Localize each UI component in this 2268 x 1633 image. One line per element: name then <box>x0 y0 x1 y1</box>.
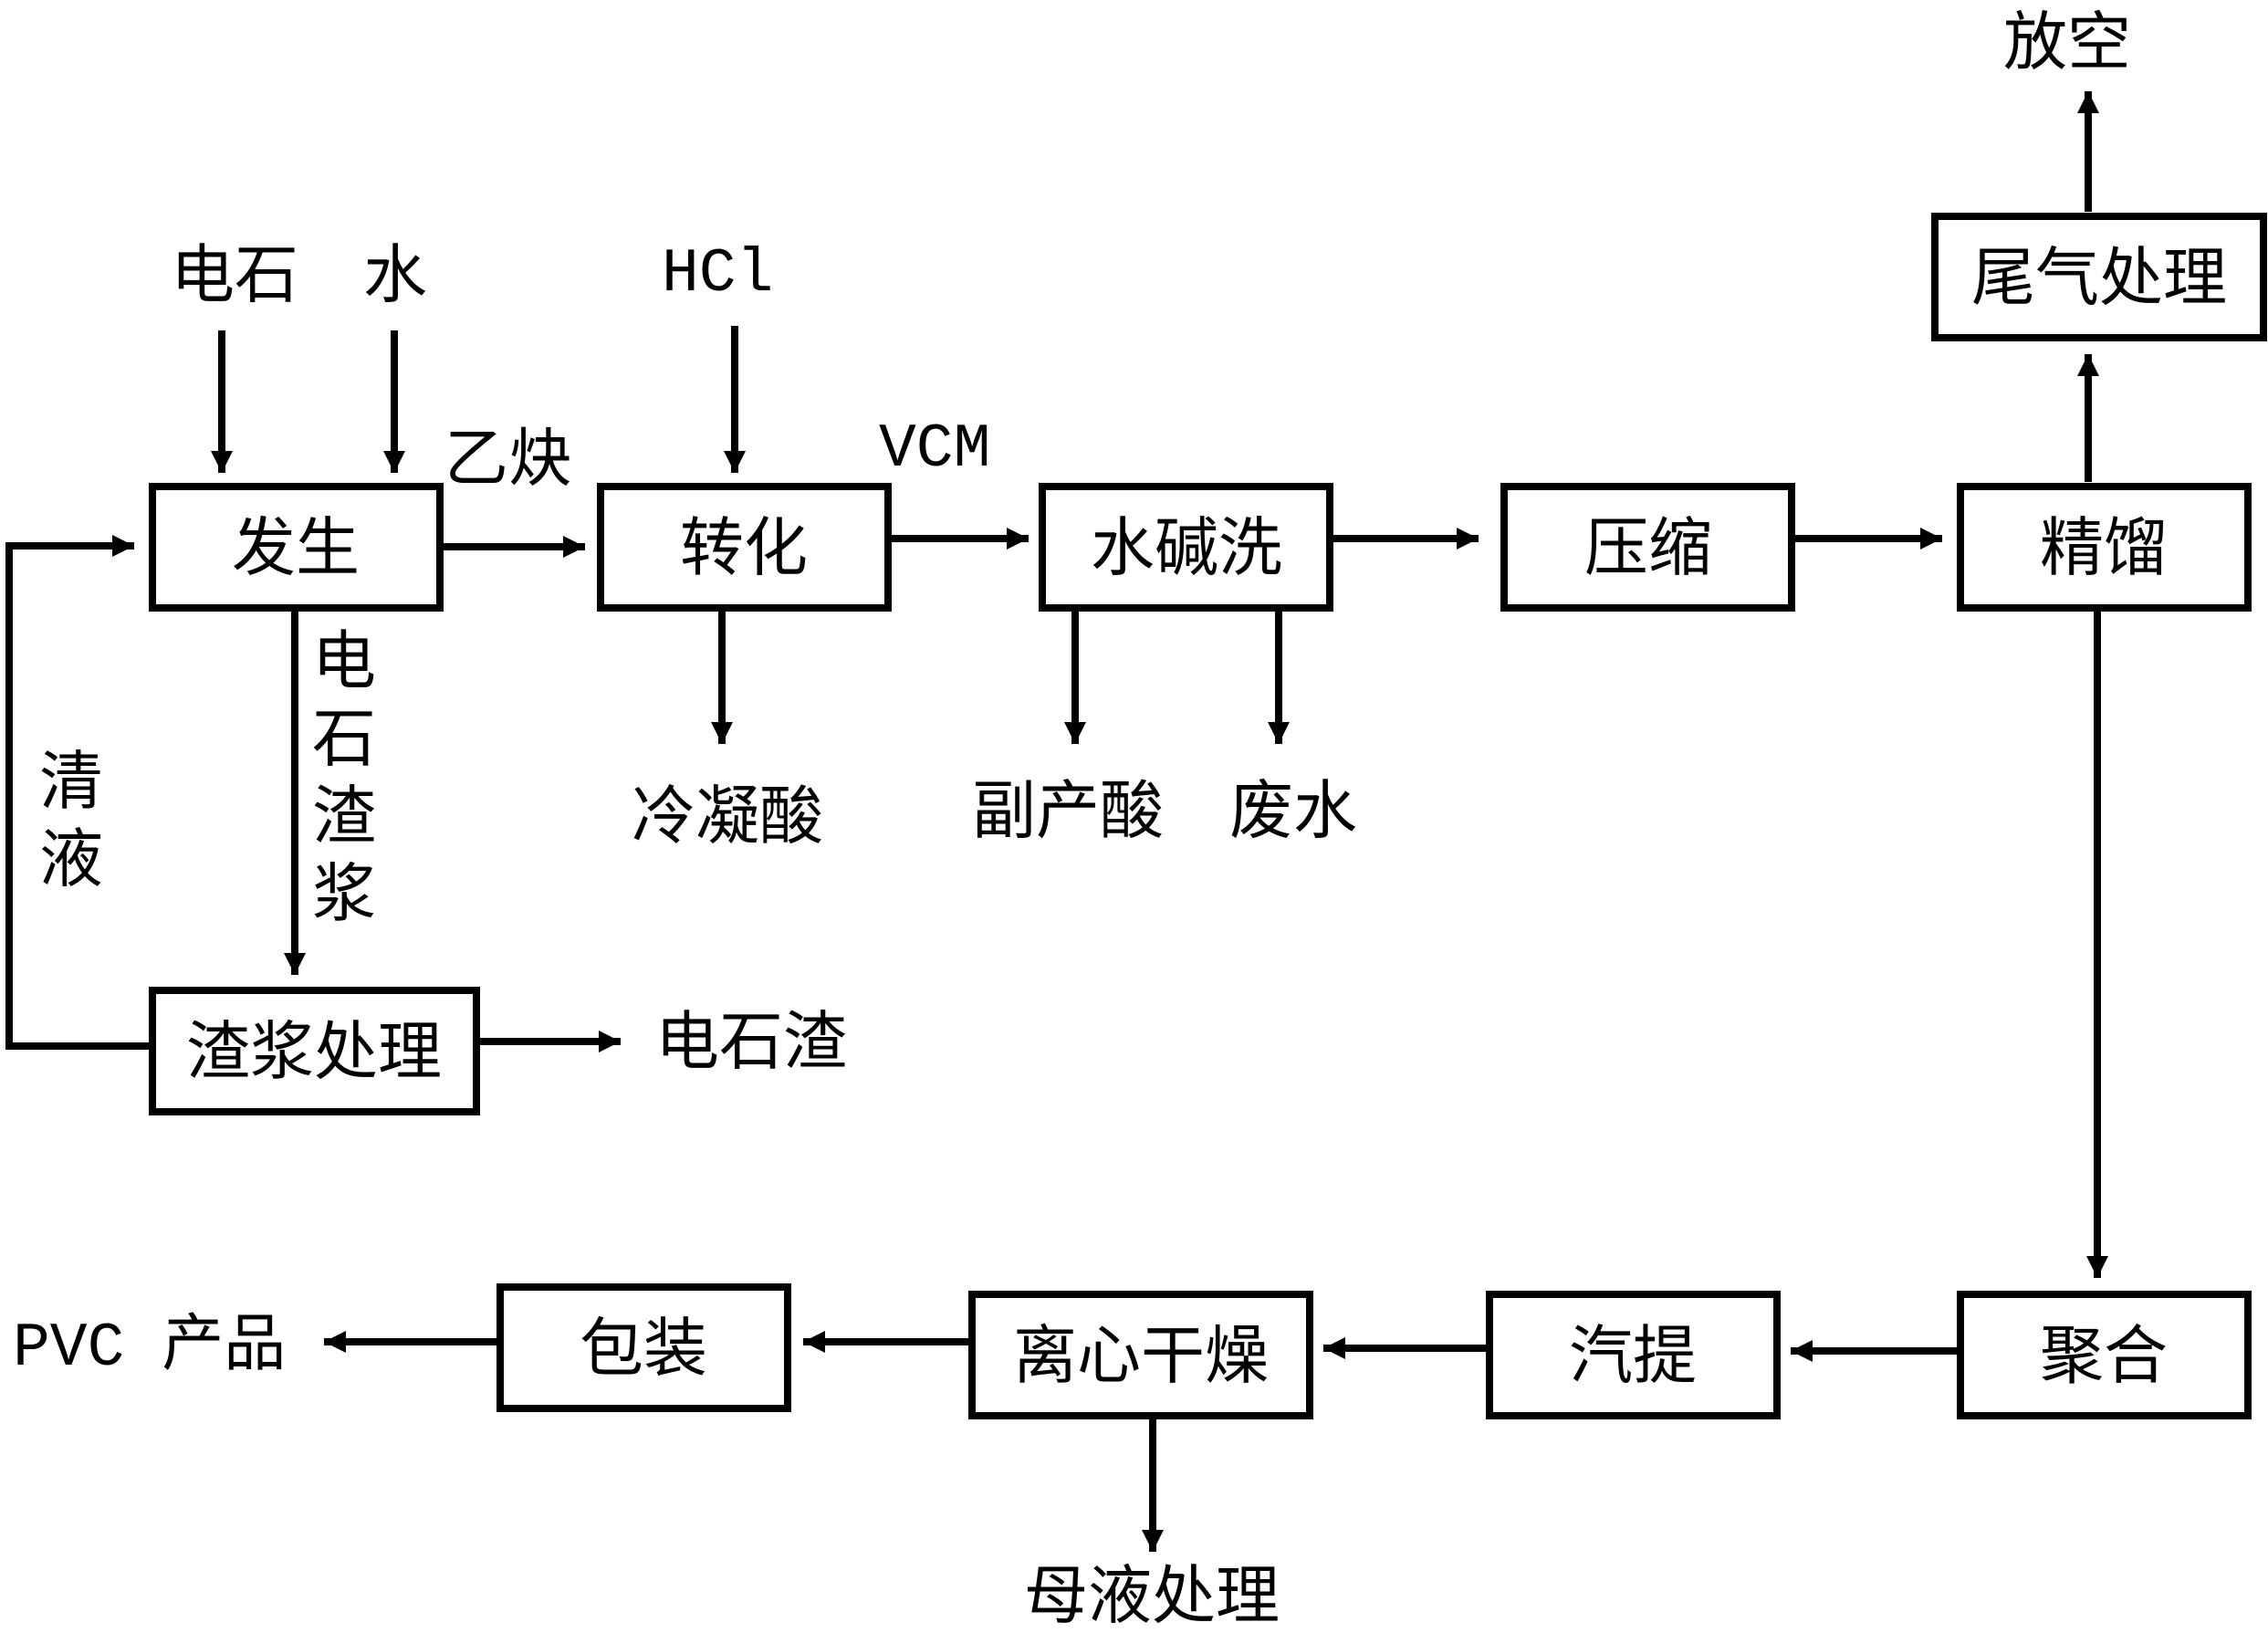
box-water-alkali-wash-label: 水碱洗 <box>1091 510 1282 585</box>
input-calcium-carbide: 电石 <box>171 237 298 312</box>
box-packaging: 包装 <box>496 1283 791 1412</box>
label-carbide-slag-slurry-char: 浆 <box>312 856 376 931</box>
box-water-alkali-wash: 水碱洗 <box>1039 483 1333 612</box>
box-polymerization: 聚合 <box>1957 1291 2252 1419</box>
output-pvc-product: PVC 产品 <box>13 1312 286 1384</box>
label-clear-liquid-char: 液 <box>39 822 103 896</box>
box-polymerization-label: 聚合 <box>2040 1318 2168 1393</box>
box-rectification: 精馏 <box>1957 483 2252 612</box>
output-carbide-slag: 电石渣 <box>655 1004 847 1079</box>
box-compression: 压缩 <box>1500 483 1795 612</box>
label-carbide-slag-slurry-char: 电 <box>312 623 376 698</box>
box-stripping-label: 汽提 <box>1569 1318 1697 1393</box>
label-clear-liquid: 清 液 <box>39 744 103 896</box>
box-generation: 发生 <box>149 483 444 612</box>
box-compression-label: 压缩 <box>1584 510 1712 585</box>
box-centrifugal-drying-label: 离心干燥 <box>1013 1318 1269 1393</box>
label-carbide-slag-slurry-char: 渣 <box>312 779 376 853</box>
input-water: 水 <box>363 237 427 312</box>
output-mother-liquor-treatment: 母液处理 <box>1024 1558 1280 1633</box>
box-packaging-label: 包装 <box>580 1311 707 1386</box>
box-rectification-label: 精馏 <box>2040 510 2168 585</box>
label-carbide-slag-slurry: 电 石 渣 浆 <box>312 623 376 931</box>
box-centrifugal-drying: 离心干燥 <box>968 1291 1313 1419</box>
output-byproduct-acid: 副产酸 <box>972 773 1164 848</box>
box-tail-gas-treatment: 尾气处理 <box>1931 213 2267 341</box>
output-condensed-acid: 冷凝酸 <box>632 779 823 853</box>
box-tail-gas-treatment-label: 尾气处理 <box>1971 240 2227 315</box>
arrow-clear-liquid-recycle <box>5 535 149 1050</box>
box-slag-slurry-treatment: 渣浆处理 <box>149 987 480 1115</box>
box-stripping: 汽提 <box>1486 1291 1781 1419</box>
box-generation-label: 发生 <box>232 510 360 585</box>
label-vcm: VCM <box>879 414 990 485</box>
label-clear-liquid-char: 清 <box>39 744 103 819</box>
box-conversion-label: 转化 <box>680 510 808 585</box>
label-acetylene: 乙炔 <box>444 421 572 496</box>
output-wastewater: 废水 <box>1229 773 1357 848</box>
box-conversion: 转化 <box>597 483 892 612</box>
output-vent: 放空 <box>2003 5 2131 79</box>
box-slag-slurry-treatment-label: 渣浆处理 <box>186 1014 442 1089</box>
input-hcl: HCl <box>662 239 773 309</box>
label-carbide-slag-slurry-char: 石 <box>312 701 376 776</box>
